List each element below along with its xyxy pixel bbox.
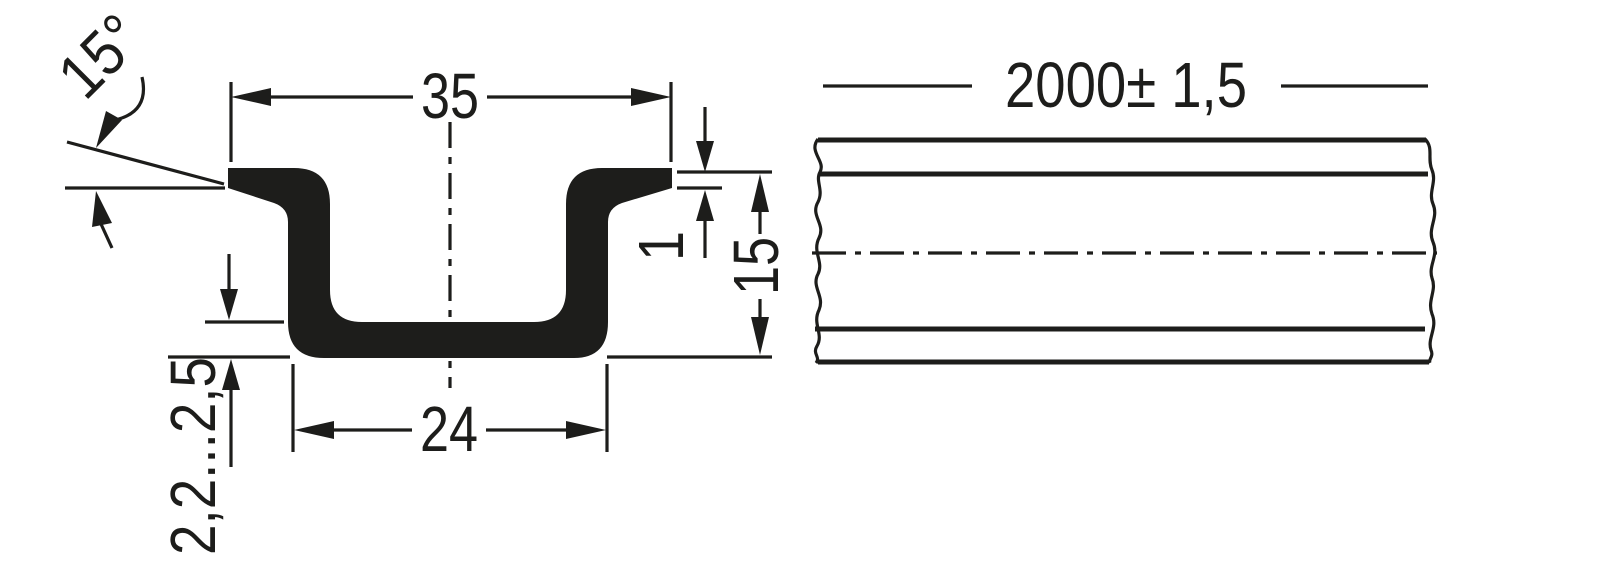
dim-angle-label: 15° xyxy=(44,0,156,112)
side-break-line-right xyxy=(1423,137,1437,364)
angle-arc-arrow xyxy=(96,111,122,148)
side-view: 2000± 1,5 xyxy=(812,49,1437,365)
dimension-flange-thickness: 1 xyxy=(625,107,772,261)
dim-1-label: 1 xyxy=(625,231,697,261)
angle-sloped-line xyxy=(66,140,225,186)
dim-35-arrow-left xyxy=(231,88,271,106)
angle-lower-leader xyxy=(99,223,114,249)
dim-35-arrow-right xyxy=(631,88,671,106)
dim-1-arrow-up xyxy=(696,190,714,221)
dim-24-arrow-right xyxy=(566,421,606,439)
dim-1-arrow-down xyxy=(696,141,714,172)
angle-lower-arrow xyxy=(92,191,112,227)
dimension-base-thickness: 2,2...2,5 xyxy=(157,254,290,555)
dimension-length: 2000± 1,5 xyxy=(823,49,1428,121)
dimension-lip-angle: 15° xyxy=(44,0,225,249)
dim-24-arrow-left xyxy=(294,421,334,439)
dim-2000-label: 2000± 1,5 xyxy=(1005,49,1247,121)
dim-15-arrow-up xyxy=(751,174,769,212)
dim-35-label: 35 xyxy=(421,60,479,132)
rail-profile xyxy=(228,168,672,358)
dim-22-arrow-down xyxy=(220,289,238,320)
angle-arc-leader xyxy=(114,76,146,122)
dim-24-label: 24 xyxy=(420,393,478,465)
dimension-height: 15 xyxy=(607,174,792,359)
dim-22-label: 2,2...2,5 xyxy=(157,357,229,555)
dim-22-arrow-up xyxy=(222,359,240,390)
dimension-channel-width: 24 xyxy=(291,364,609,465)
dimension-overall-width: 35 xyxy=(229,60,673,162)
cross-section-view: 35 15° 1 15 xyxy=(44,0,792,555)
dim-15-arrow-down xyxy=(751,317,769,355)
dim-15-label: 15 xyxy=(720,237,792,295)
side-break-line-left xyxy=(813,138,823,365)
